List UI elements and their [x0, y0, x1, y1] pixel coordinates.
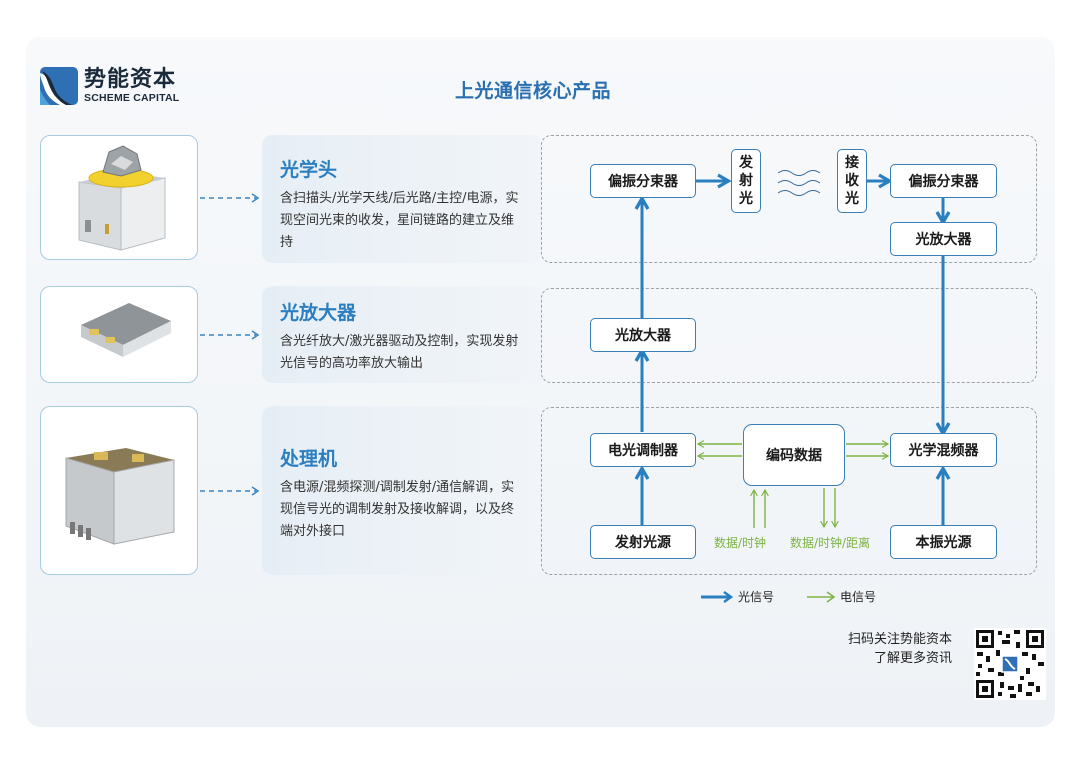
node-eo-modulator: 电光调制器: [590, 433, 696, 467]
product-panel-optical-amplifier: 光放大器 含光纤放大/激光器驱动及控制，实现发射光信号的高功率放大输出: [262, 286, 542, 383]
legend-electrical: 电信号: [806, 588, 876, 605]
qr-caption-line1: 扫码关注势能资本: [847, 632, 952, 647]
blue-arrow-icon: [701, 590, 734, 603]
optical-amplifier-illustration: [81, 302, 171, 357]
logo-name-en: SCHEME CAPITAL: [84, 92, 180, 104]
diagram-group-optical-amplifier: [541, 288, 1037, 383]
node-pbs-rx: 偏振分束器: [890, 164, 997, 198]
diagram-group-optical-head: [541, 135, 1037, 263]
node-pbs-tx: 偏振分束器: [590, 164, 696, 198]
node-optical-mixer: 光学混频器: [890, 433, 997, 467]
logo-name-cn: 势能资本: [84, 67, 177, 92]
product-title: 光学头: [280, 159, 338, 181]
qr-caption-line2: 了解更多资讯: [873, 651, 952, 666]
qr-caption: 扫码关注势能资本 了解更多资讯: [848, 630, 952, 668]
product-title: 光放大器: [280, 302, 357, 324]
logo: 势能资本 SCHEME CAPITAL: [40, 67, 179, 105]
product-description: 含光纤放大/激光器驱动及控制，实现发射光信号的高功率放大输出: [280, 334, 519, 371]
dashed-arrow-icon: [200, 486, 260, 496]
product-title: 处理机: [280, 448, 338, 470]
logo-mark-icon: [40, 67, 78, 105]
product-image-processor: [40, 406, 198, 575]
node-encode-data: 编码数据: [743, 424, 845, 486]
optical-head-illustration: [78, 144, 166, 251]
qr-code-icon: [974, 628, 1046, 700]
node-rx-light: 接收光: [837, 149, 867, 213]
label-data-out: 数据/时钟/距离: [790, 536, 871, 550]
node-tx-light-label: 发射光: [739, 155, 753, 207]
processor-illustration: [65, 447, 175, 545]
legend-electrical-label: 电信号: [840, 590, 877, 604]
page-title: 上光通信核心产品: [455, 80, 612, 102]
product-panel-processor: 处理机 含电源/混频探测/调制发射/通信解调，实现信号光的调制发射及接收解调，以…: [262, 406, 542, 575]
product-description: 含电源/混频探测/调制发射/通信解调，实现信号光的调制发射及接收解调，以及终端对…: [280, 480, 515, 539]
node-amp-tx: 光放大器: [590, 318, 696, 352]
dashed-arrow-icon: [200, 193, 260, 203]
node-tx-light: 发射光: [731, 149, 761, 213]
label-data-in: 数据/时钟: [714, 536, 767, 550]
qr-code[interactable]: [974, 628, 1046, 700]
product-description: 含扫描头/光学天线/后光路/主控/电源，实现空间光束的收发，星间链路的建立及维持: [280, 191, 519, 250]
dashed-arrow-icon: [200, 330, 260, 340]
product-panel-optical-head: 光学头 含扫描头/光学天线/后光路/主控/电源，实现空间光束的收发，星间链路的建…: [262, 135, 542, 263]
node-rx-light-label: 接收光: [845, 155, 859, 207]
diagram-group-processor: [541, 407, 1037, 575]
legend-optical-label: 光信号: [738, 590, 775, 604]
legend-optical: 光信号: [700, 588, 774, 605]
node-amp-rx: 光放大器: [890, 222, 997, 256]
product-image-optical-head: [40, 135, 198, 260]
node-tx-source: 发射光源: [590, 525, 696, 559]
product-image-optical-amplifier: [40, 286, 198, 383]
green-arrow-icon: [807, 590, 836, 603]
node-lo-source: 本振光源: [890, 525, 997, 559]
